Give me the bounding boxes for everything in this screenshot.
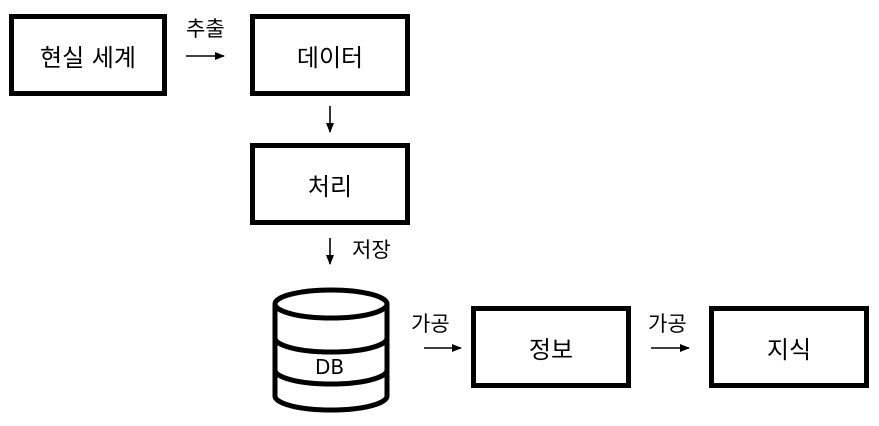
node-real-world: 현실 세계	[9, 14, 167, 96]
edge-label-store: 저장	[352, 238, 391, 262]
node-data-label: 데이터	[296, 43, 364, 72]
edge-label-extract: 추출	[186, 17, 225, 41]
edge-label-process-1: 가공	[411, 312, 450, 336]
node-knowledge: 지식	[709, 306, 869, 388]
node-information-label: 정보	[528, 335, 574, 364]
node-db-label: DB	[315, 355, 345, 379]
node-processing: 처리	[250, 143, 410, 225]
edge-label-process-2: 가공	[648, 312, 687, 336]
node-data: 데이터	[250, 14, 410, 96]
node-real-world-label: 현실 세계	[40, 43, 136, 72]
node-processing-label: 처리	[307, 172, 353, 201]
node-knowledge-label: 지식	[766, 335, 812, 364]
db-cylinder	[272, 287, 390, 413]
node-information: 정보	[471, 306, 631, 388]
